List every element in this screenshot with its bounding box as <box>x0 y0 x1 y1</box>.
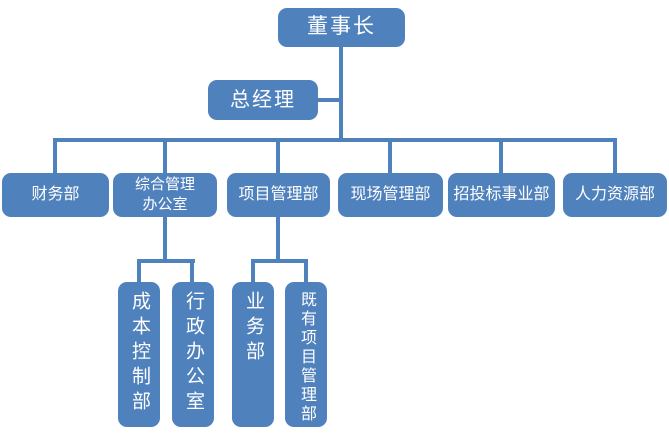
connector-drop-existing <box>304 261 308 284</box>
org-node-general-manager: 总经理 <box>208 80 318 120</box>
org-node-site-mgmt: 现场管理部 <box>338 173 443 217</box>
connector-drop-finance <box>53 140 57 175</box>
connector-drop-business <box>251 261 255 284</box>
connector-adminoffice-down <box>163 217 167 261</box>
org-node-finance: 财务部 <box>2 173 109 217</box>
org-node-existing-projects: 既有项目管理部 <box>285 282 327 427</box>
connector-drop-site <box>388 140 392 175</box>
connector-level3-bus <box>53 138 617 142</box>
org-node-admin-room: 行政办公室 <box>172 282 214 427</box>
org-node-admin-office-line2: 办公室 <box>142 196 188 213</box>
connector-adminoffice-bus <box>137 259 195 263</box>
org-node-hr: 人力资源部 <box>563 173 667 217</box>
connector-drop-bidding <box>499 140 503 175</box>
org-node-chairman: 董事长 <box>278 8 405 47</box>
connector-drop-admin-office <box>163 140 167 175</box>
connector-project-down <box>276 217 280 261</box>
connector-gm-branch <box>318 98 343 102</box>
connector-drop-cost <box>137 261 141 284</box>
connector-drop-adminroom <box>190 261 194 284</box>
connector-project-bus <box>251 259 308 263</box>
org-node-bidding: 招投标事业部 <box>448 173 555 217</box>
connector-drop-project <box>276 140 280 175</box>
org-node-project-mgmt: 项目管理部 <box>227 173 330 217</box>
org-node-admin-office-line1: 综合管理 <box>134 176 195 193</box>
connector-root-down <box>339 47 343 142</box>
org-node-cost-control: 成本控制部 <box>118 282 160 427</box>
org-node-business: 业务部 <box>232 282 274 427</box>
connector-drop-hr <box>613 140 617 175</box>
org-node-admin-office: 综合管理 办公室 <box>113 173 217 217</box>
